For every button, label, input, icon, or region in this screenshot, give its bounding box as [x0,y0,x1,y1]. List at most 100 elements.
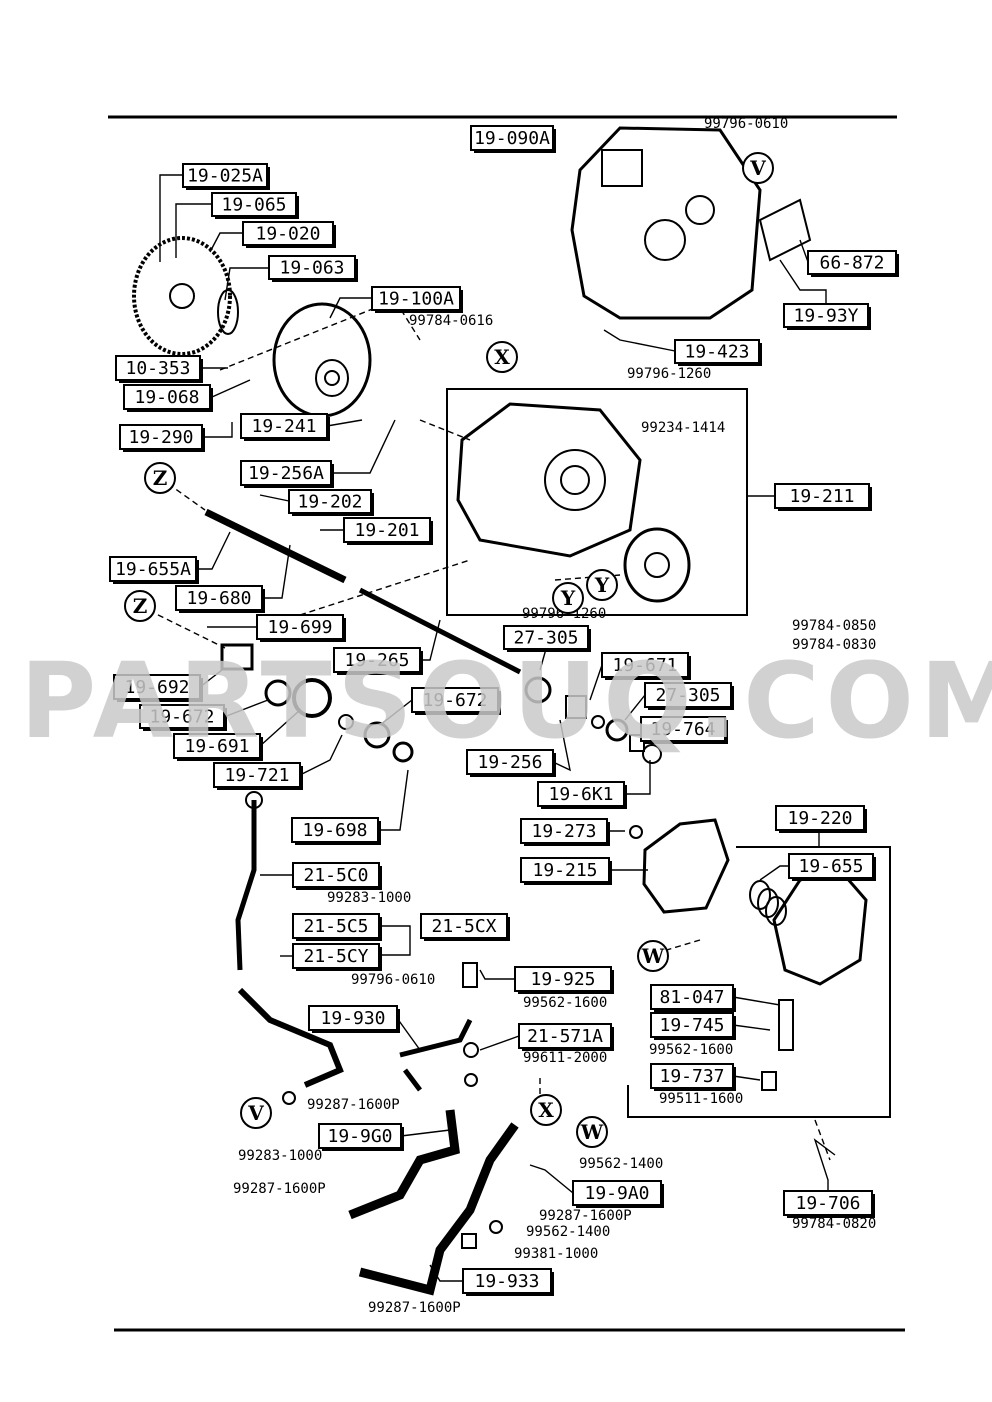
reference-marker-circle [586,569,618,601]
part-box: 19-100A [371,286,463,313]
part-box-frame [308,1005,398,1031]
part-box-frame [240,460,332,486]
part-number: 19-930 [320,1008,385,1029]
reference-marker-letter: X [494,345,510,369]
part-number: 19-737 [659,1066,724,1087]
part-number-label: 99287-1600P [307,1097,400,1113]
part-number-label: 99562-1600 [523,995,607,1011]
part-number-label: 99784-0850 [792,618,876,634]
part-box: 19-256 [466,749,556,777]
part-box: 19-698 [291,817,381,845]
part-box: 19-201 [343,517,433,545]
part-number: 21-5CX [431,916,496,937]
part-number: 19-063 [279,258,344,279]
part-number: 19-025A [187,166,263,187]
part-box-frame [514,966,612,992]
part-box-frame [674,339,760,364]
part-box-frame [173,733,261,759]
part-box-frame [520,857,610,883]
part-box: 10-353 [115,355,203,383]
reference-marker-circle [144,462,176,494]
reference-marker: W [637,940,669,972]
part-box-frame [775,805,865,831]
part-box-frame [113,674,201,700]
reference-marker-letter: W [580,1120,604,1144]
part-box: 19-020 [242,221,336,248]
part-number: 19-065 [221,195,286,216]
part-number-label: 99784-0616 [409,313,493,329]
part-number-label: 99234-1414 [641,420,725,436]
part-box-frame [601,652,689,678]
part-number: 19-655 [798,856,863,877]
part-number: 21-5C5 [303,916,368,937]
part-box-frame [256,614,344,640]
part-number-label: 99283-1000 [238,1148,322,1164]
part-box: 19-202 [288,489,374,516]
part-box-frame [242,221,334,246]
component-drawings [108,115,905,1332]
part-number: 19-068 [134,387,199,408]
part-box-frame [774,483,870,509]
part-box-frame [318,1123,402,1149]
part-box: 19-655A [109,556,199,584]
part-box: 19-090A [470,125,556,153]
part-number-label: 99562-1400 [579,1156,663,1172]
part-box: 19-423 [674,339,762,366]
part-number: 19-6K1 [548,784,613,805]
part-box: 21-5CX [420,913,510,941]
part-number: 21-5C0 [303,865,368,886]
reference-marker-letter: Y [594,573,610,597]
part-box: 19-025A [182,163,270,190]
part-number: 19-256A [248,463,324,484]
part-box-frame [644,682,732,708]
part-number-label: 99784-0820 [792,1216,876,1232]
part-number-label: 99287-1600P [539,1208,632,1224]
part-box-frame [650,984,734,1010]
part-box-frame [211,192,297,217]
part-box-frame [115,355,201,381]
part-number-label: 99511-1600 [659,1091,743,1107]
part-box: 19-256A [240,460,334,488]
part-box-frame [292,913,380,939]
part-box-frame [783,303,869,328]
reference-marker-circle [742,152,774,184]
part-box-frame [240,413,328,439]
part-number: 19-691 [184,736,249,757]
part-number: 19-672 [422,690,487,711]
part-number: 19-764 [650,719,715,740]
part-box-frame [572,1180,662,1206]
part-number: 19-020 [255,224,320,245]
part-box: 19-699 [256,614,346,642]
part-box-frame [411,687,499,713]
part-box-frame [292,943,380,969]
reference-marker-letter: X [538,1098,554,1122]
part-number: 19-202 [297,492,362,513]
part-box: 19-764 [640,716,728,744]
part-number: 19-93Y [793,306,858,327]
reference-marker: Y [552,582,584,614]
part-number-label: 99283-1000 [327,890,411,906]
part-number: 19-671 [612,655,677,676]
reference-marker: Y [586,569,618,601]
part-box-frame [518,1023,612,1049]
part-box: 81-047 [650,984,736,1012]
part-number: 19-211 [789,486,854,507]
part-box: 19-215 [520,857,612,885]
part-number-label: 99562-1400 [526,1224,610,1240]
part-box: 19-265 [333,647,423,675]
part-number: 27-305 [513,628,578,649]
part-number: 19-215 [532,860,597,881]
part-number: 10-353 [125,358,190,379]
part-box: 19-691 [173,733,263,761]
part-box: 19-672 [139,704,227,731]
part-box: 19-672 [411,687,501,715]
part-number-labels: 99796-061099784-061699796-126099234-1414… [233,116,876,1316]
part-number: 19-721 [224,765,289,786]
part-box: 19-6K1 [537,781,627,809]
part-box: 27-305 [503,625,591,652]
reference-marker-letter: V [247,1101,264,1125]
part-box-frame [123,384,211,410]
part-number-label: 99796-0610 [704,116,788,132]
reference-marker-circle [530,1094,562,1126]
